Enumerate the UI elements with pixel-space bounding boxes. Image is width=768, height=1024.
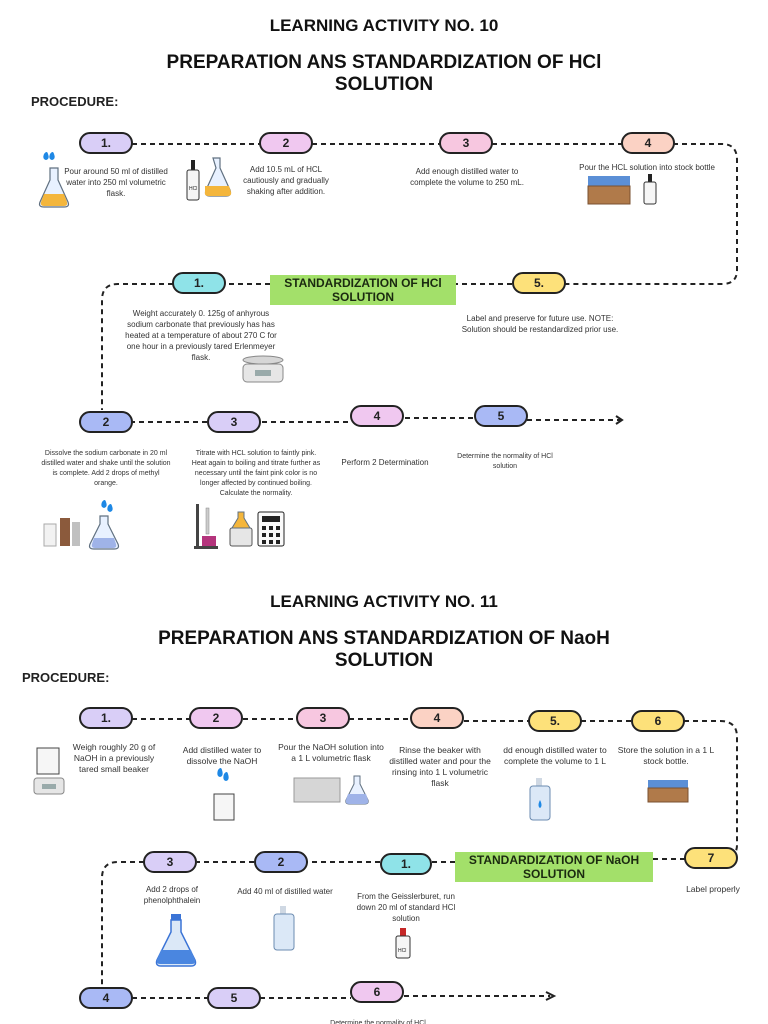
- naoh-std-step-2-text: Add 40 ml of distilled water: [237, 887, 333, 896]
- hcl-prep-step-5-text: Label and preserve for future use. NOTE:…: [461, 314, 619, 334]
- hcl-prep-step-1-badge: 1.: [79, 132, 133, 154]
- hcl-standardization-label: STANDARDIZATION OF HCl SOLUTION: [270, 275, 456, 305]
- titration-stand-icon: [194, 504, 285, 549]
- scale-icon: [242, 355, 284, 383]
- naoh-prep-step-6-text: Store the solution in a 1 L stock bottle…: [617, 745, 715, 766]
- water-drop-icon: [213, 768, 235, 821]
- naoh-standardization-label-line2: SOLUTION: [523, 867, 585, 881]
- naoh-std-step-2-badge: 2: [254, 851, 308, 873]
- naoh-prep-step-5-text: dd enough distilled water to complete th…: [503, 745, 607, 766]
- naoh-std-step-6-badge: 6: [350, 981, 404, 1003]
- hcl-standardization-label-line1: STANDARDIZATION OF HCl: [284, 276, 442, 290]
- hcl-prep-step-5-badge: 5.: [512, 272, 566, 294]
- hcl-prep-step-2-text: Add 10.5 mL of HCL cautiously and gradua…: [243, 165, 329, 196]
- flask-icon: [155, 914, 197, 967]
- hcl-std-step-2-badge: 2: [79, 411, 133, 433]
- volumetric-flask-icon: [293, 775, 369, 805]
- wash-bottle-icon: [529, 778, 551, 821]
- dropper-bottle-icon: HCl: [395, 928, 411, 959]
- stock-bottles-icon: [587, 174, 657, 205]
- naoh-prep-step-3-text: Pour the NaOH solution into a 1 L volume…: [278, 742, 384, 763]
- naoh-prep-step-6-badge: 6: [631, 710, 685, 732]
- naoh-standardization-label: STANDARDIZATION OF NaOH SOLUTION: [455, 852, 653, 882]
- activity10-title: PREPARATION ANS STANDARDIZATION OF HCl S…: [0, 52, 768, 96]
- hcl-std-step-1-text: Weight accurately 0. 125g of anhyrous so…: [125, 309, 277, 362]
- activity11-title-line2: SOLUTION: [334, 650, 434, 671]
- naoh-std-step-3-badge: 3: [143, 851, 197, 873]
- flask-icon: [38, 152, 70, 208]
- hcl-prep-step-2-badge: 2: [259, 132, 313, 154]
- hcl-prep-step-1-text: Pour around 50 ml of distilled water int…: [64, 167, 168, 198]
- svg-text:HCl: HCl: [189, 186, 197, 192]
- activity11-procedure-label: PROCEDURE:: [22, 670, 110, 685]
- activity10-title-line2: SOLUTION: [334, 74, 434, 95]
- hcl-prep-step-4-text: Pour the HCL solution into stock bottle: [579, 163, 715, 172]
- hcl-std-step-4-text: Perform 2 Determination: [341, 458, 429, 467]
- svg-text:HCl: HCl: [398, 948, 406, 954]
- hcl-std-step-1-badge: 1.: [172, 272, 226, 294]
- activity11-title-line1: PREPARATION ANS STANDARDIZATION OF NaoH: [158, 628, 610, 649]
- hcl-prep-step-4-badge: 4: [621, 132, 675, 154]
- naoh-prep-step-3-badge: 3: [296, 707, 350, 729]
- naoh-prep-step-2-text: Add distilled water to dissolve the NaOH: [182, 745, 262, 766]
- hcl-std-step-5-text: Determine the normality of HCl solution: [457, 453, 553, 470]
- dropper-bottle-icon: HCl: [186, 157, 232, 201]
- naoh-prep-step-5-badge: 5.: [528, 710, 582, 732]
- hcl-std-step-5-badge: 5: [474, 405, 528, 427]
- hcl-std-step-2-text: Dissolve the sodium carbonate in 20 ml d…: [41, 450, 171, 487]
- hcl-std-step-3-text: Titrate with HCL solution to faintly pin…: [191, 450, 321, 497]
- naoh-std-step-1-badge: 1.: [380, 853, 432, 875]
- hcl-std-step-3-badge: 3: [207, 411, 261, 433]
- naoh-std-step-5-badge: 5: [207, 987, 261, 1009]
- naoh-prep-step-7-badge: 7: [684, 847, 738, 869]
- beaker-icon: [33, 747, 65, 795]
- naoh-std-step-1-text: From the Geisslerburet, run down 20 ml o…: [356, 892, 456, 923]
- activity10-title-line1: PREPARATION ANS STANDARDIZATION OF HCl: [166, 52, 602, 73]
- reagent-bottles-icon: [43, 500, 120, 550]
- hcl-prep-step-3-badge: 3: [439, 132, 493, 154]
- activity11-heading: LEARNING ACTIVITY NO. 11: [270, 592, 498, 611]
- activity10-heading: LEARNING ACTIVITY NO. 10: [269, 16, 499, 35]
- naoh-prep-step-4-badge: 4: [410, 707, 464, 729]
- hcl-std-step-4-badge: 4: [350, 405, 404, 427]
- naoh-prep-step-4-text: Rinse the beaker with distilled water an…: [389, 745, 491, 788]
- naoh-standardization-label-line1: STANDARDIZATION OF NaOH: [468, 853, 640, 867]
- naoh-prep-step-1-badge: 1.: [79, 707, 133, 729]
- naoh-std-step-4-badge: 4: [79, 987, 133, 1009]
- naoh-prep-step-2-badge: 2: [189, 707, 243, 729]
- hcl-standardization-label-line2: SOLUTION: [332, 290, 394, 304]
- naoh-prep-step-7-text: Label properly: [686, 884, 740, 894]
- activity10-procedure-label: PROCEDURE:: [31, 94, 119, 109]
- stock-bottles-icon: [647, 780, 689, 803]
- naoh-prep-step-1-text: Weigh roughly 20 g of NaOH in a previous…: [72, 742, 156, 774]
- activity11-title: PREPARATION ANS STANDARDIZATION OF NaoH …: [0, 628, 768, 672]
- hcl-prep-step-3-text: Add enough distilled water to complete t…: [410, 167, 524, 187]
- naoh-std-step-6-text: Determine the normality of HCl: [330, 1020, 426, 1024]
- naoh-std-step-3-text: Add 2 drops of phenolphthalein: [143, 885, 201, 905]
- wash-bottle-icon: [273, 906, 295, 951]
